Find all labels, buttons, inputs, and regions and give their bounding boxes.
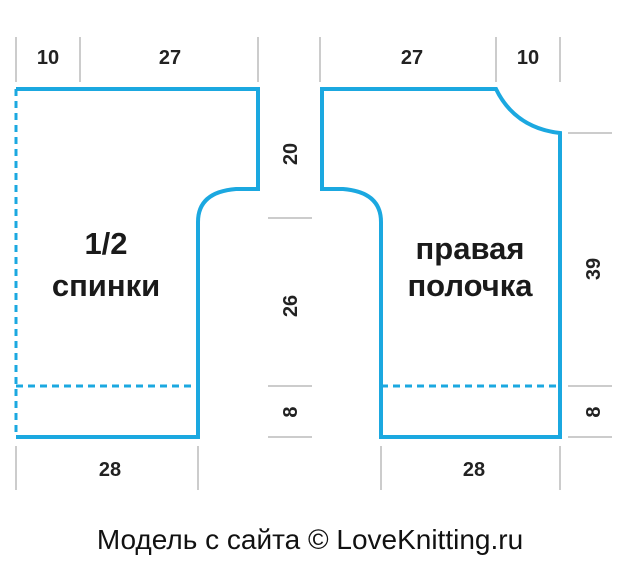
back-label-line1: 1/2 [84,226,127,261]
center-dimension-ticks [268,217,312,438]
back-piece-outline [16,87,260,439]
bottom-dimension-ticks [15,446,561,490]
front-top-right-width: 10 [517,47,539,69]
back-piece [14,87,260,439]
back-top-right-width: 27 [159,47,181,69]
back-bottom-width: 28 [99,459,121,481]
front-label-line1: правая [416,231,525,266]
armhole-height-label: 20 [280,143,302,165]
top-dimension-ticks [15,37,561,82]
front-piece-outline [320,87,562,439]
front-bottom-width: 28 [463,459,485,481]
right-dimension-ticks [568,132,612,438]
side-height-label: 26 [280,295,302,317]
front-top-left-width: 27 [401,47,423,69]
source-caption: Модель с сайта © LoveKnitting.ru [97,524,523,555]
front-piece [320,87,562,439]
front-side-bottom-height-label: 8 [583,406,605,417]
back-top-left-width: 10 [37,47,59,69]
hem-height-label: 8 [280,406,302,417]
back-label-line2: спинки [52,268,160,303]
front-side-height-label: 39 [583,258,605,280]
front-label-line2: полочка [407,268,533,303]
